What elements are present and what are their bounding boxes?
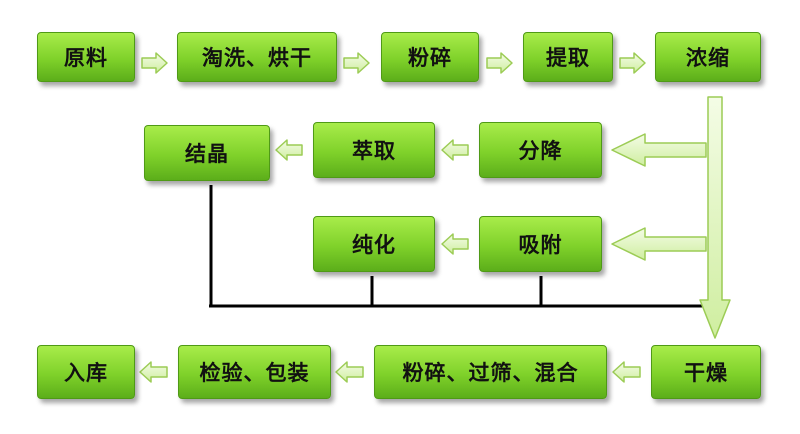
arrow-down-long bbox=[699, 96, 731, 339]
merge-lines bbox=[209, 185, 714, 308]
arrow-left-fenjiang-cuiqu bbox=[441, 139, 469, 161]
arrow-right-4 bbox=[619, 52, 646, 74]
arrow-left-into-fenjiang bbox=[611, 133, 707, 167]
arrow-left-xifu-chunhua bbox=[441, 233, 469, 255]
arrow-right-3 bbox=[486, 52, 513, 74]
node-ruku: 入库 bbox=[37, 345, 135, 399]
arrow-right-2 bbox=[343, 52, 370, 74]
node-nongsuo: 浓缩 bbox=[655, 32, 761, 82]
node-fenjiang: 分降 bbox=[479, 122, 602, 178]
node-ganzao: 干燥 bbox=[651, 345, 761, 399]
arrow-left-cuiqu-jiejing bbox=[275, 139, 303, 161]
node-yuanliao: 原料 bbox=[37, 32, 135, 82]
node-tiqu: 提取 bbox=[523, 32, 613, 82]
node-taoxi-honggan: 淘洗、烘干 bbox=[177, 32, 337, 82]
node-fensui: 粉碎 bbox=[381, 32, 479, 82]
node-cuiqu: 萃取 bbox=[313, 122, 435, 178]
arrow-left-into-xifu bbox=[611, 227, 707, 261]
arrow-left-jianyan-ruku bbox=[139, 361, 168, 383]
arrow-left-ganzao-fensui bbox=[612, 361, 641, 383]
arrow-left-fensui-jianyan bbox=[335, 361, 364, 383]
node-jianyan-baozhuang: 检验、包装 bbox=[178, 345, 331, 399]
arrow-right-1 bbox=[141, 52, 168, 74]
node-jiejing: 结晶 bbox=[144, 125, 270, 181]
node-chunhua: 纯化 bbox=[313, 216, 435, 272]
node-xifu: 吸附 bbox=[479, 216, 602, 272]
node-fensui-guoshai-hunhe: 粉碎、过筛、混合 bbox=[374, 345, 607, 399]
